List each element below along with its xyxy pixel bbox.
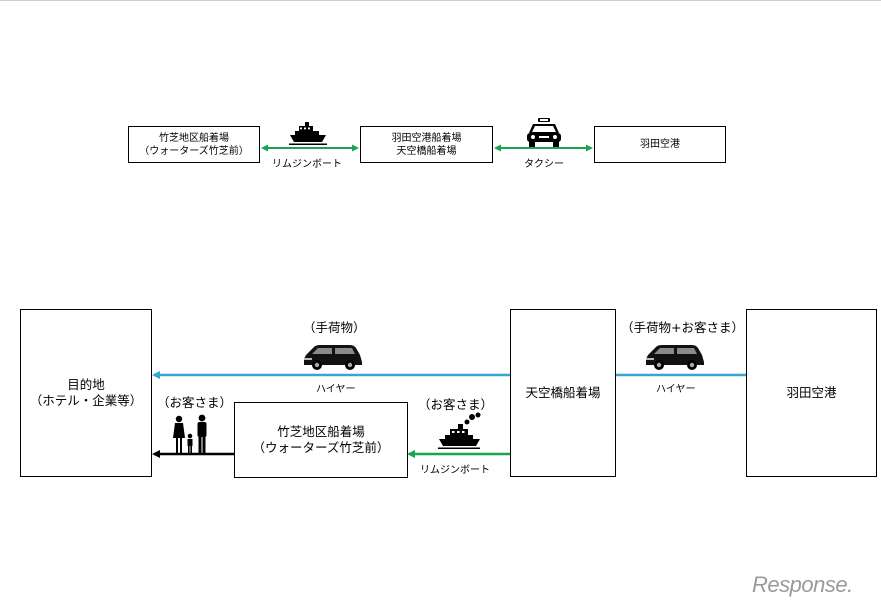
taxi-icon xyxy=(527,118,561,147)
boat-note: （お客さま） xyxy=(418,397,494,412)
hire-airport-note: （手荷物+お客さま） xyxy=(621,320,744,335)
node-haneda-pier-top-line2: 天空橋船着場 xyxy=(396,145,457,157)
node-airport-line1: 羽田空港 xyxy=(786,384,837,400)
people-icon xyxy=(173,414,207,453)
node-haneda-pier-top: 羽田空港船着場 天空橋船着場 xyxy=(360,126,493,163)
hire-dest-note: （手荷物） xyxy=(303,320,366,335)
node-takeshiba-line2: （ウォーターズ竹芝前） xyxy=(252,440,390,455)
node-destination-line1: 目的地 xyxy=(67,376,105,392)
node-haneda-airport-top-line1: 羽田空港 xyxy=(640,139,680,150)
walk-note: （お客さま） xyxy=(157,395,233,410)
node-takeshiba: 竹芝地区船着場 （ウォーターズ竹芝前） xyxy=(234,402,408,478)
node-haneda-airport-top: 羽田空港 xyxy=(594,126,726,163)
hire-car-icon xyxy=(304,345,362,370)
node-takeshiba-top-line2: （ウォーターズ竹芝前） xyxy=(139,145,249,157)
node-airport: 羽田空港 xyxy=(746,309,877,477)
top-rule xyxy=(0,0,881,1)
ship-icon xyxy=(289,122,327,145)
hire-dest-mode: ハイヤー xyxy=(316,384,356,395)
top-boat-label: リムジンボート xyxy=(272,159,342,170)
node-destination: 目的地 （ホテル・企業等） xyxy=(20,309,152,477)
node-takeshiba-line1: 竹芝地区船着場 xyxy=(277,423,365,439)
node-tenkubashi: 天空橋船着場 xyxy=(510,309,616,477)
boat-mode: リムジンボート xyxy=(420,465,490,476)
node-haneda-pier-top-line1: 羽田空港船着場 xyxy=(391,132,462,144)
top-taxi-label: タクシー xyxy=(524,159,564,170)
hire-airport-mode: ハイヤー xyxy=(656,384,696,395)
ship-icon xyxy=(438,412,481,449)
node-takeshiba-top-line1: 竹芝地区船着場 xyxy=(159,132,229,144)
node-destination-line2: （ホテル・企業等） xyxy=(29,393,143,408)
hire-car-icon xyxy=(646,345,704,370)
node-tenkubashi-line1: 天空橋船着場 xyxy=(525,384,601,400)
response-logo: Response. xyxy=(752,572,853,597)
node-takeshiba-top: 竹芝地区船着場 （ウォーターズ竹芝前） xyxy=(128,126,260,163)
